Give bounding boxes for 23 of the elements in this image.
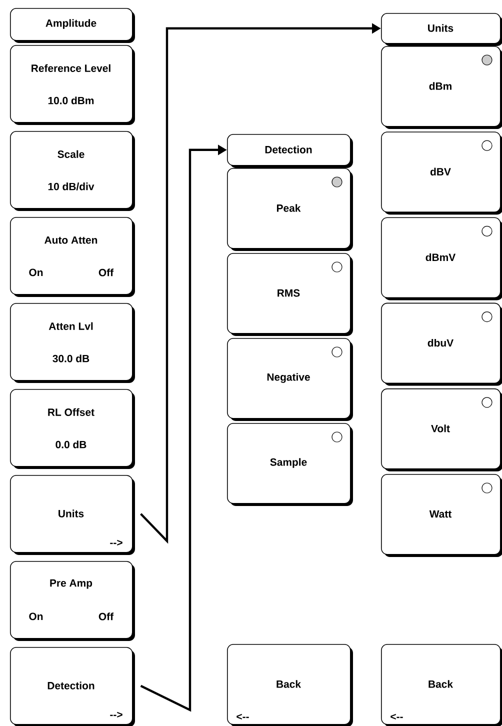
softkey-button: Pre Amp On Off bbox=[10, 561, 135, 641]
softkey-button: RMS bbox=[227, 253, 353, 336]
softkey-button: Detection --> bbox=[10, 647, 135, 726]
softkey-button: Auto Atten On Off bbox=[10, 217, 135, 297]
softkey-button: dBm bbox=[381, 46, 502, 129]
softkey-button: Reference Level 10.0 dBm bbox=[10, 45, 135, 125]
back-button: Back <-- bbox=[227, 644, 353, 726]
softkey-button: Sample bbox=[227, 423, 353, 506]
softkey-button: Scale 10 dB/div bbox=[10, 131, 135, 211]
softkey-button: Volt bbox=[381, 388, 502, 472]
softkey-button: Watt bbox=[381, 474, 502, 557]
softkey-button: Negative bbox=[227, 338, 353, 421]
softkey-button: Units --> bbox=[10, 475, 135, 555]
softkey-button: Atten Lvl 30.0 dB bbox=[10, 303, 135, 383]
softkey-button: dBmV bbox=[381, 217, 502, 300]
back-button: Back <-- bbox=[381, 644, 502, 726]
softkey-button: dbuV bbox=[381, 302, 502, 386]
softkey-button: Peak bbox=[227, 168, 353, 251]
menu-header: Detection bbox=[227, 134, 353, 168]
softkey-button: RL Offset 0.0 dB bbox=[10, 389, 135, 469]
menu-header: Amplitude bbox=[10, 8, 135, 43]
softkey-button: dBV bbox=[381, 132, 502, 215]
menu-header: Units bbox=[381, 13, 502, 46]
